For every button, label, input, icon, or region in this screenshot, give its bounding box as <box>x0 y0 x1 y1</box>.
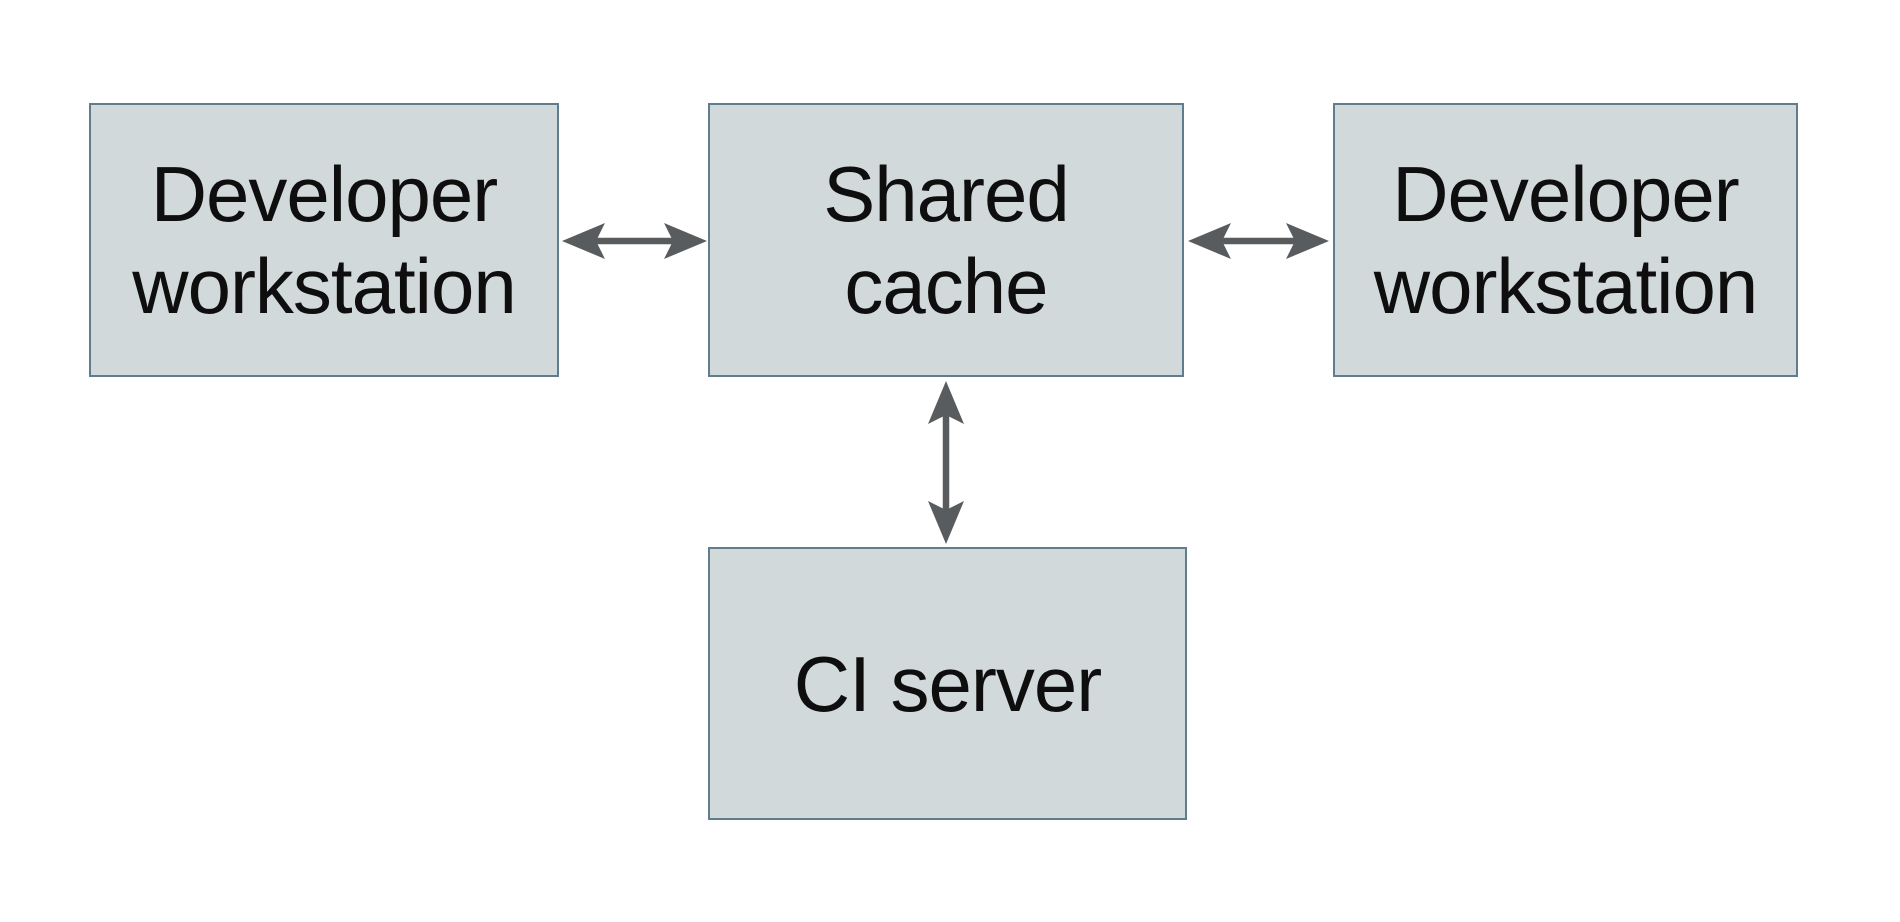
node-label: workstation <box>1373 242 1758 330</box>
node-ci-server: CI server <box>708 547 1187 820</box>
node-label: Developer <box>150 150 499 238</box>
arrow-cache-devright-bidirectional-icon <box>1188 223 1329 259</box>
node-shared-cache: Shared cache <box>708 103 1184 377</box>
node-label: cache <box>844 242 1048 330</box>
node-label: CI server <box>793 639 1102 728</box>
node-developer-workstation-right: Developer workstation <box>1333 103 1798 377</box>
node-label: Shared <box>823 150 1070 238</box>
arrow-devleft-cache-bidirectional-icon <box>562 223 707 259</box>
node-label: Developer <box>1392 150 1740 238</box>
node-label: workstation <box>132 242 516 330</box>
node-developer-workstation-left: Developer workstation <box>89 103 559 377</box>
arrow-cache-ciserver-bidirectional-icon <box>928 381 964 544</box>
